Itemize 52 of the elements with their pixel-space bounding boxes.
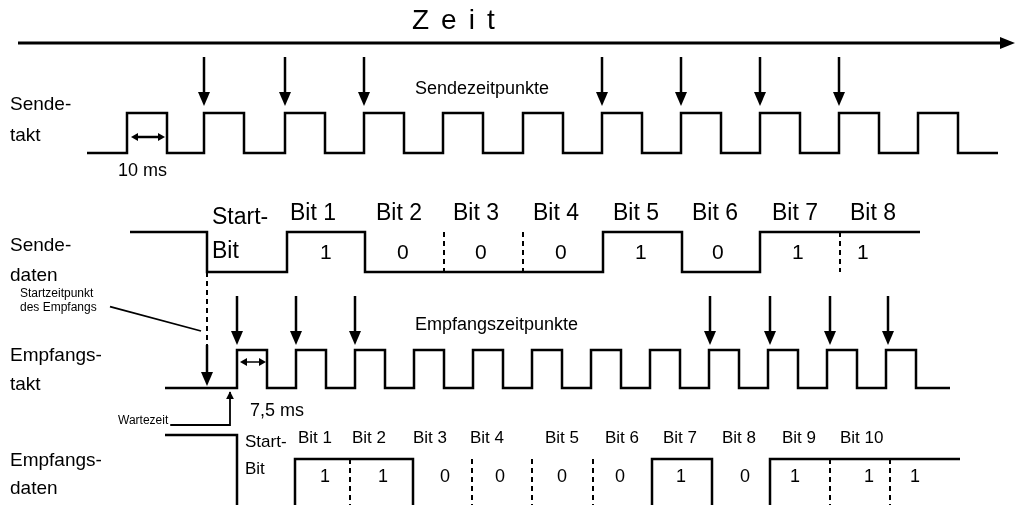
bit-value: 0 <box>712 240 724 265</box>
bit-label: Bit 3 <box>413 428 448 448</box>
bit-value: 1 <box>792 240 804 265</box>
bit-value: 0 <box>555 240 567 265</box>
bit-label: Bit 9 <box>782 428 817 448</box>
bit-label: Bit 2 <box>352 428 387 448</box>
annotation-text: Sendezeitpunkte <box>415 78 550 99</box>
leader-line <box>109 305 202 332</box>
signal-name: Empfangs- takt <box>10 343 103 396</box>
bit-value: 1 <box>320 240 332 265</box>
bit-label: Bit 4 <box>470 428 505 448</box>
signal-name: Empfangs- daten <box>10 448 103 500</box>
bit-label: Bit 1 <box>298 428 333 448</box>
bit-value: 1 <box>857 240 869 265</box>
callout-text: Startzeitpunkt des Empfangs <box>20 287 108 315</box>
bit-value: 1 <box>635 240 647 265</box>
bit-label: Bit 5 <box>613 199 660 226</box>
bit-label: Bit 10 <box>840 428 884 448</box>
bit-value: 0 <box>397 240 409 265</box>
bit-value: 0 <box>557 466 567 487</box>
bit-value: 1 <box>320 466 330 487</box>
bit-value: 1 <box>910 466 920 487</box>
bit-value: 0 <box>740 466 750 487</box>
bit-label: Bit 4 <box>533 199 580 226</box>
annotation-text: Empfangszeitpunkte <box>415 314 579 335</box>
bit-value: 1 <box>378 466 388 487</box>
bit-label: Bit 8 <box>850 199 897 226</box>
bit-value: 1 <box>676 466 686 487</box>
bit-label: Bit 2 <box>376 199 423 226</box>
bit-label: Bit 6 <box>605 428 640 448</box>
bit-label: Bit 1 <box>290 199 337 226</box>
bit-label: Bit 7 <box>772 199 819 226</box>
bit-label: Bit 8 <box>722 428 757 448</box>
bit-value: 0 <box>615 466 625 487</box>
bit-value: 0 <box>475 240 487 265</box>
bit-value: 0 <box>495 466 505 487</box>
bit-value: 1 <box>864 466 874 487</box>
duration-label: 10 ms <box>118 160 168 181</box>
leader-line <box>169 391 234 426</box>
bit-label: Bit 6 <box>692 199 739 226</box>
bit-value: 0 <box>440 466 450 487</box>
axis-label: Zeit <box>412 4 507 37</box>
duration-label: 7,5 ms <box>250 400 305 421</box>
bit-label: Bit 7 <box>663 428 698 448</box>
callout-text: Wartezeit <box>118 414 169 428</box>
signal-name: Sende- takt <box>10 92 73 147</box>
bit-label: Bit 5 <box>545 428 580 448</box>
signal-name: Sende- daten <box>10 233 73 287</box>
bit-label: Start- Bit <box>245 431 288 480</box>
bit-value: 1 <box>790 466 800 487</box>
bit-label: Bit 3 <box>453 199 500 226</box>
bit-label: Start- Bit <box>212 202 270 265</box>
